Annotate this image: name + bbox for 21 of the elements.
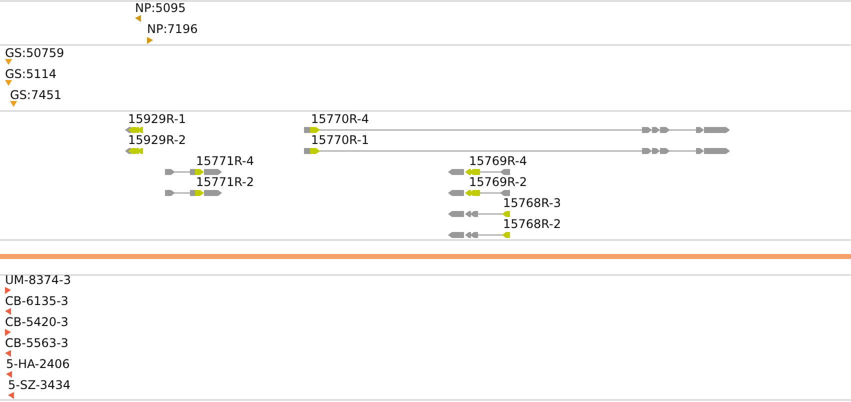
feature-label: 15771R-2 bbox=[196, 175, 254, 189]
feature-label: CB-5420-3 bbox=[5, 315, 68, 329]
feature-label: GS:7451 bbox=[10, 88, 62, 102]
feature-label: 5-SZ-3434 bbox=[8, 378, 70, 392]
feature-label: CB-5563-3 bbox=[5, 336, 68, 350]
feature-label: GS:50759 bbox=[5, 46, 64, 60]
feature-label: NP:7196 bbox=[147, 22, 198, 36]
feature-label: 15929R-2 bbox=[128, 133, 186, 147]
feature-label: GS:5114 bbox=[5, 67, 56, 81]
feature-label: 15769R-4 bbox=[469, 154, 527, 168]
feature-label: 15929R-1 bbox=[128, 112, 186, 126]
feature-label: 15768R-3 bbox=[503, 196, 561, 210]
feature-label: UM-8374-3 bbox=[5, 273, 71, 287]
feature-label: 15769R-2 bbox=[469, 175, 527, 189]
feature-label: 15771R-4 bbox=[196, 154, 254, 168]
feature-label: 15768R-2 bbox=[503, 217, 561, 231]
feature-label: 5-HA-2406 bbox=[6, 357, 70, 371]
feature-label: 15770R-4 bbox=[311, 112, 369, 126]
feature-label: NP:5095 bbox=[135, 1, 186, 15]
feature-label: 15770R-1 bbox=[311, 133, 369, 147]
feature-label: CB-6135-3 bbox=[5, 294, 68, 308]
